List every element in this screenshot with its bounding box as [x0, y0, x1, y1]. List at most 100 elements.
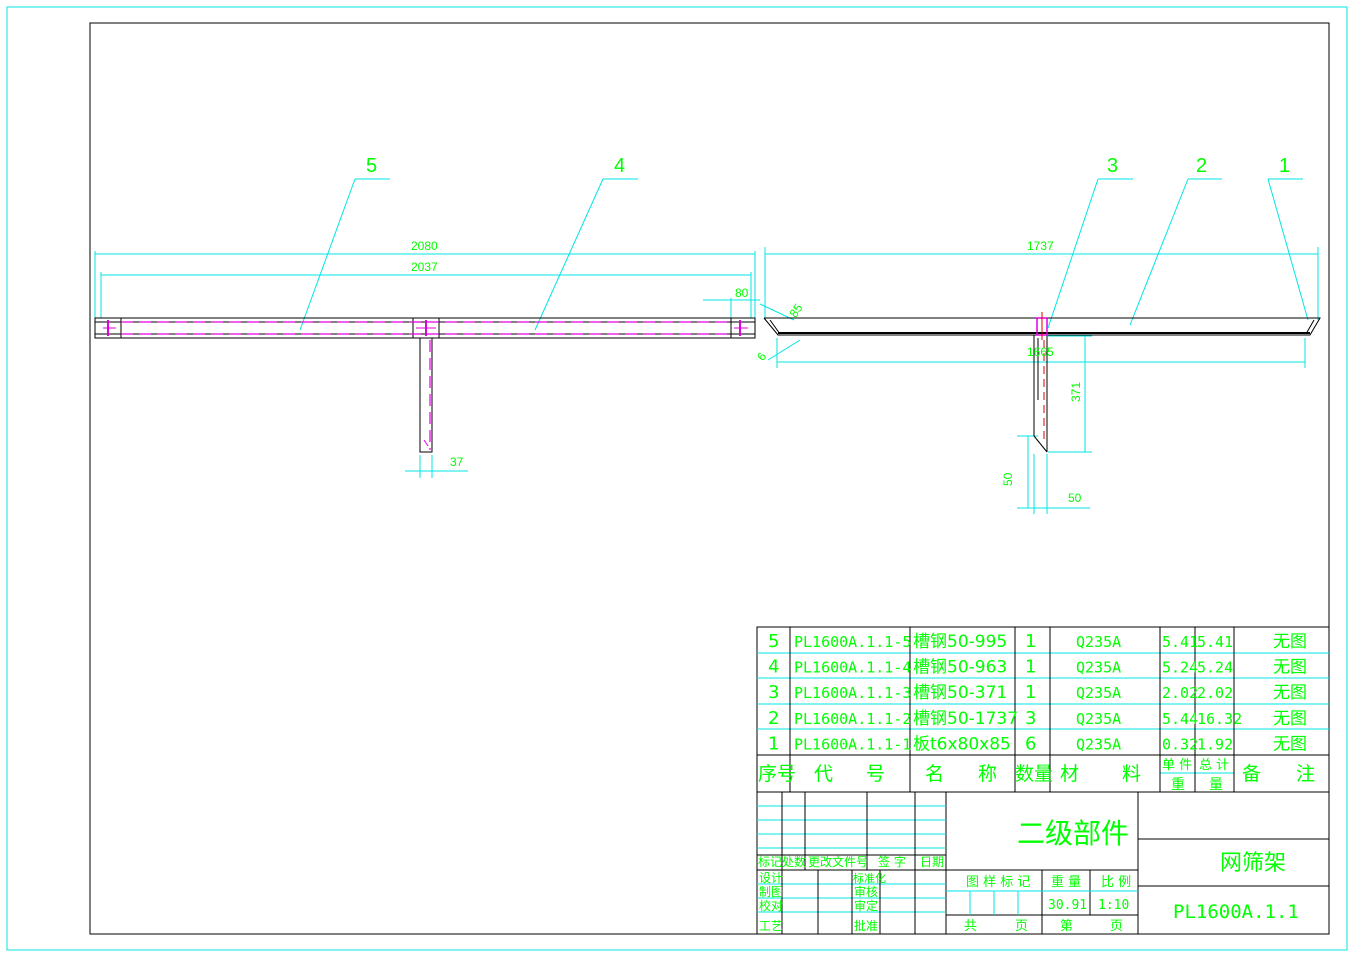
bom-header-name-b: 称: [978, 763, 997, 785]
bom-header-note-a: 备: [1242, 763, 1261, 785]
rev-header-count: 处数: [782, 854, 806, 869]
bom-header-qty: 数量: [1015, 763, 1053, 785]
bom-cell-code: PL1600A.1.1-2: [794, 710, 911, 728]
bom-cell-code: PL1600A.1.1-5: [794, 633, 911, 651]
rev-header-mark: 标记: [758, 855, 782, 869]
balloon-2: 2: [1196, 155, 1207, 177]
bom-header-seq: 序号: [758, 763, 796, 785]
role-process: 工艺: [759, 919, 783, 933]
bom-cell-seq: 2: [768, 708, 779, 729]
drawing-number: PL1600A.1.1: [1173, 901, 1299, 923]
bom-header-total: 总 计: [1199, 758, 1229, 773]
bom-cell-unit-wt: 0.32: [1162, 735, 1198, 753]
bom-header-code-b: 号: [866, 763, 885, 785]
sheet-total-unit: 页: [1015, 919, 1028, 934]
bom-cell-qty: 1: [1025, 631, 1036, 652]
balloon-1: 1: [1279, 155, 1290, 177]
right-view: [759, 178, 1321, 514]
bom-cell-code: PL1600A.1.1-4: [794, 659, 911, 677]
role-approve-check: 审定: [854, 898, 878, 913]
bom-cell-unit-wt: 5.41: [1162, 633, 1198, 651]
bom-cell-unit-wt: 2.02: [1162, 684, 1198, 702]
bom-cell-code: PL1600A.1.1-1: [794, 735, 911, 753]
role-check: 校对: [759, 898, 783, 913]
scale-value: 1:10: [1098, 898, 1129, 913]
part-level: 二级部件: [1017, 817, 1129, 850]
stage-label: 图 样 标 记: [966, 875, 1030, 890]
sheet-total-label: 共: [964, 919, 977, 934]
scale-label: 比 例: [1101, 875, 1131, 890]
left-view: [94, 178, 760, 478]
bom-cell-name: 槽钢50-995: [913, 632, 1007, 652]
bom-cell-name: 槽钢50-1737: [913, 709, 1018, 729]
bom-cell-total-wt: 5.41: [1197, 633, 1233, 651]
title-block: [756, 791, 1330, 935]
bom-cell-unit-wt: 5.24: [1162, 659, 1198, 677]
bom-header-code-a: 代: [814, 763, 833, 785]
dim-right-overall: 1737: [1027, 239, 1054, 253]
bom-cell-seq: 3: [768, 682, 779, 703]
bom-cell-note: 无图: [1273, 709, 1307, 729]
rev-header-doc: 更改文件号: [808, 854, 868, 869]
weight-value: 30.91: [1048, 898, 1087, 913]
bom-header-unit: 单 件: [1162, 758, 1192, 773]
rev-header-date: 日期: [920, 855, 944, 869]
dim-right-inner: 1665: [1027, 345, 1054, 359]
dim-end-width: 80: [735, 286, 749, 300]
bom-header-material-b: 料: [1122, 763, 1141, 785]
bom-cell-material: Q235A: [1076, 659, 1121, 677]
dim-leg-width: 37: [450, 455, 464, 469]
dim-foot-width: 50: [1068, 491, 1082, 505]
bom-header-weight-b: 量: [1209, 777, 1223, 793]
role-review: 审核: [854, 884, 878, 899]
role-design: 设计: [759, 871, 783, 885]
dim-left-inner: 2037: [411, 260, 438, 274]
bom-header-name-a: 名: [925, 763, 944, 785]
bom-cell-note: 无图: [1273, 734, 1307, 754]
bom-cell-total-wt: 16.32: [1197, 710, 1242, 728]
role-approve: 批准: [854, 918, 878, 933]
bom-cell-qty: 1: [1025, 682, 1036, 703]
bom-cell-material: Q235A: [1076, 633, 1121, 651]
weight-label: 重 量: [1051, 874, 1081, 890]
bom-cell-material: Q235A: [1076, 710, 1121, 728]
bom-header-note-b: 注: [1296, 763, 1315, 785]
bom-cell-qty: 6: [1025, 733, 1036, 754]
balloon-5: 5: [366, 155, 377, 177]
bom-cell-total-wt: 2.02: [1197, 684, 1233, 702]
bom-cell-seq: 1: [768, 733, 779, 754]
dim-foot-height: 50: [1001, 472, 1015, 486]
bom-header-weight-a: 重: [1171, 777, 1185, 793]
outer-border: [6, 6, 1348, 951]
dim-leg-height: 371: [1069, 382, 1083, 402]
dim-left-overall: 2080: [411, 239, 438, 253]
bom-cell-note: 无图: [1273, 683, 1307, 703]
drawing-name: 网筛架: [1220, 851, 1286, 876]
dim-plate-6: 6: [754, 350, 769, 364]
bom-cell-name: 板t6x80x85: [913, 734, 1011, 754]
bom-cell-seq: 4: [768, 657, 779, 678]
balloon-3: 3: [1107, 155, 1118, 177]
bom-cell-material: Q235A: [1076, 735, 1121, 753]
rev-header-sign: 签 字: [878, 854, 906, 869]
bom-cell-seq: 5: [768, 631, 779, 652]
bom-cell-qty: 3: [1025, 708, 1036, 729]
bom-cell-total-wt: 5.24: [1197, 659, 1233, 677]
bom-cell-qty: 1: [1025, 657, 1036, 678]
dim-plate-85: 85: [786, 301, 805, 320]
balloon-4: 4: [614, 155, 625, 177]
bom-cell-code: PL1600A.1.1-3: [794, 684, 911, 702]
bom-cell-name: 槽钢50-963: [913, 658, 1007, 678]
bom-cell-total-wt: 1.92: [1197, 735, 1233, 753]
role-drawing: 制图: [759, 885, 783, 899]
sheet-no-unit: 页: [1110, 919, 1123, 934]
bom-cell-note: 无图: [1273, 658, 1307, 678]
sheet-no-label: 第: [1060, 919, 1073, 934]
inner-border: [89, 22, 1330, 935]
bom-cell-material: Q235A: [1076, 684, 1121, 702]
bom-cell-unit-wt: 5.44: [1162, 710, 1198, 728]
bom-header-material-a: 材: [1060, 763, 1079, 785]
bom-cell-name: 槽钢50-371: [913, 683, 1007, 703]
